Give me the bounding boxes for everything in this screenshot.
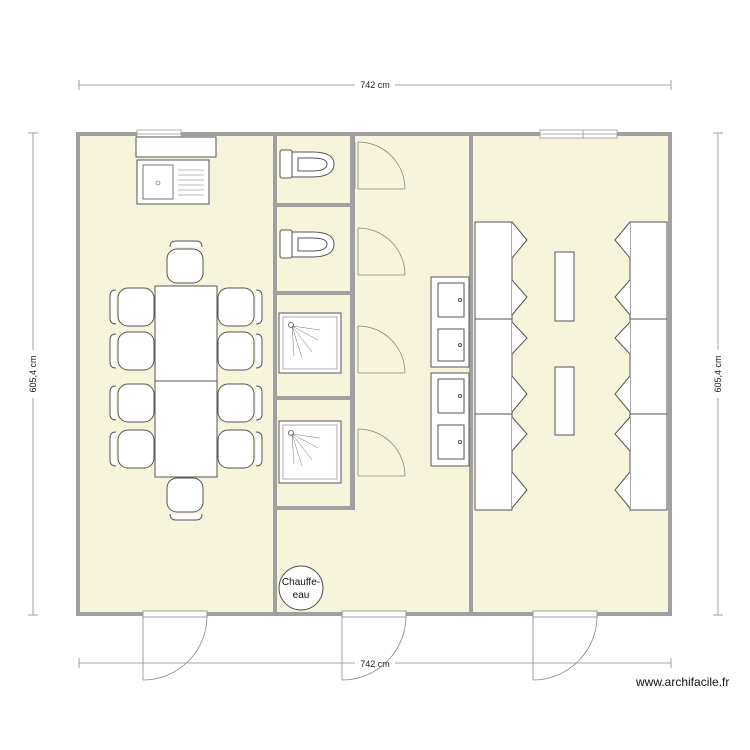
dimension-right: 605,4 cm <box>712 132 724 616</box>
water-heater-label-line2: eau <box>293 590 310 601</box>
chair-left-3 <box>109 383 155 423</box>
entrance-door-1 <box>142 610 208 681</box>
chair-right-2 <box>217 331 263 371</box>
door-wc-2 <box>357 227 406 276</box>
lockers-left <box>474 221 528 511</box>
watermark: www.archifacile.fr <box>636 675 730 689</box>
chair-right-3 <box>217 383 263 423</box>
window-right <box>539 129 618 139</box>
water-heater: Chauffe- eau <box>278 565 324 611</box>
dimension-left: 605,4 cm <box>27 132 39 616</box>
dimension-right-label: 605,4 cm <box>713 355 723 392</box>
toilet-2 <box>279 229 335 259</box>
door-wc-1 <box>354 141 406 190</box>
chair-top <box>166 240 204 284</box>
chair-right-4 <box>217 429 263 469</box>
dimension-top: 742 cm <box>78 79 672 91</box>
dimension-top-label: 742 cm <box>360 80 390 90</box>
dimension-bottom-label: 742 cm <box>360 659 390 669</box>
door-shower-1 <box>357 325 406 374</box>
chair-left-4 <box>109 429 155 469</box>
entrance-door-3 <box>532 610 598 681</box>
cubicle-doors <box>354 141 406 477</box>
dimension-left-label: 605,4 cm <box>28 355 38 392</box>
dining-table <box>154 285 218 478</box>
shower-1 <box>278 312 342 374</box>
wash-basins <box>430 276 470 467</box>
chair-left-1 <box>109 287 155 327</box>
shower-2 <box>278 420 342 484</box>
toilet-1 <box>279 149 335 179</box>
benches <box>554 251 575 436</box>
dimension-bottom: 742 cm <box>78 657 672 669</box>
chair-left-2 <box>109 331 155 371</box>
entrance-door-2 <box>341 610 407 681</box>
kitchen-sink <box>135 136 217 205</box>
water-heater-label-line1: Chauffe- <box>282 577 320 588</box>
dining-chairs <box>109 240 263 521</box>
chair-right-1 <box>217 287 263 327</box>
chair-bottom <box>166 477 204 521</box>
door-shower-2 <box>357 428 406 477</box>
lockers-right <box>614 221 668 511</box>
